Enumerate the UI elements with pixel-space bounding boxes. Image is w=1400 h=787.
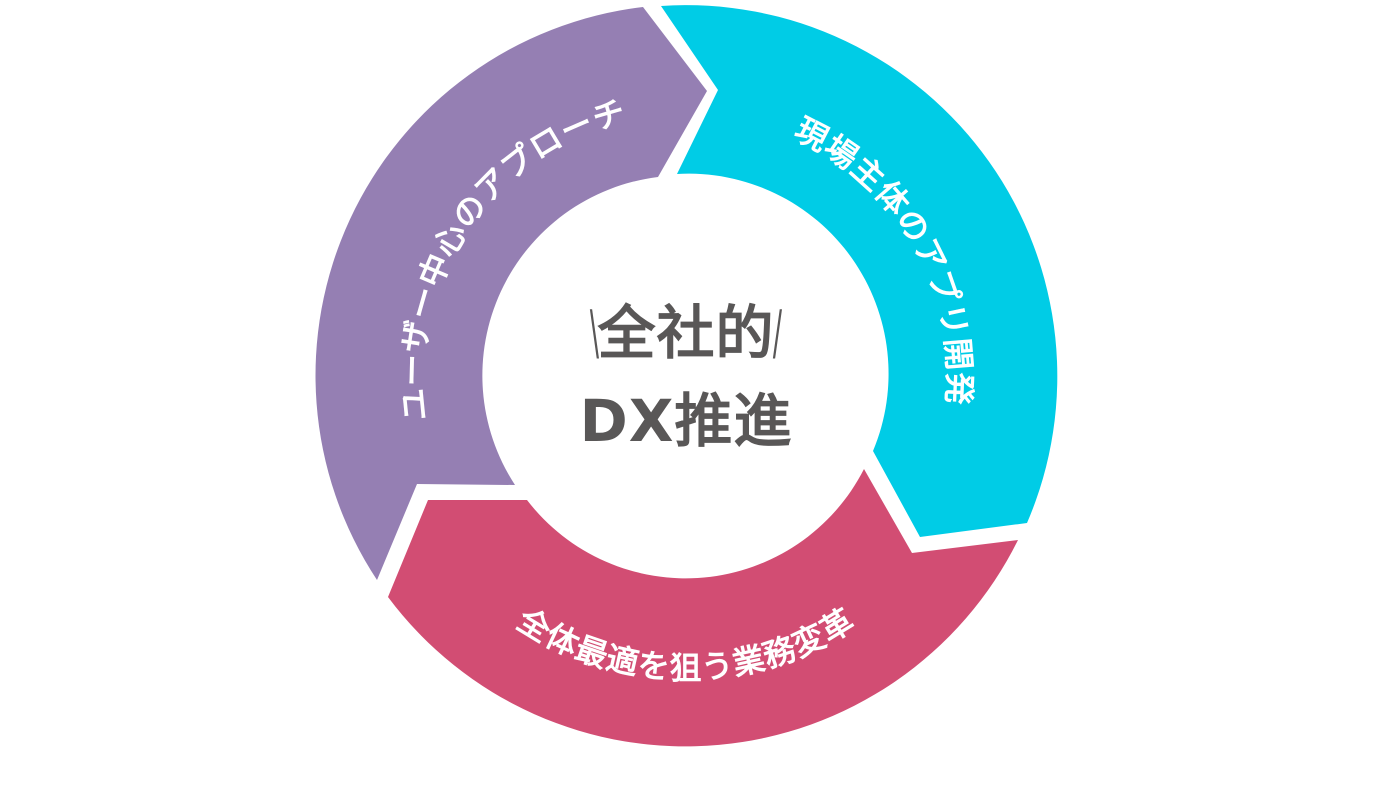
center-title-line-2: DX推進 [580,377,793,465]
right-slash-decoration: / [772,298,782,368]
center-title: \全社的/ DX推進 [486,177,886,577]
segment-user-centric-arrow [315,7,707,580]
center-title-text-2: DX推進 [579,387,793,455]
center-title-line-1: \全社的/ [590,289,782,377]
segment-field-led-arrow [661,5,1058,538]
center-title-text-1: 全社的 [597,299,775,367]
segment-business-transformation-arrow [388,469,1018,747]
left-slash-decoration: \ [590,298,600,368]
